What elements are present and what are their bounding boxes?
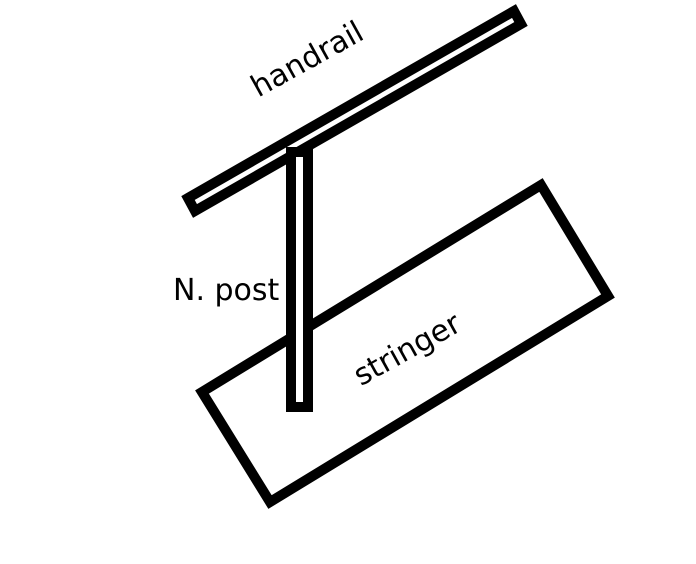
stringer-shape <box>195 178 615 509</box>
handrail-shape <box>181 4 528 218</box>
newel-post-shape <box>286 147 313 412</box>
post-label: N. post <box>173 273 280 308</box>
handrail-label: handrail <box>245 15 369 105</box>
